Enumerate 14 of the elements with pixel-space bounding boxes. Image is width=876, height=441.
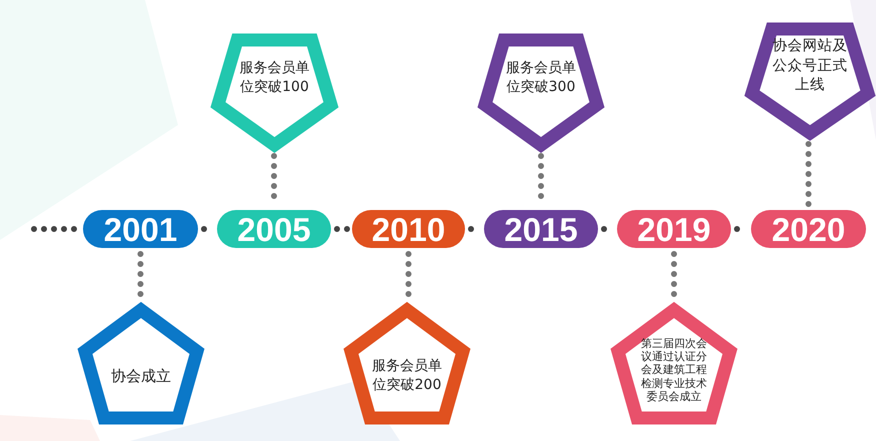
milestone-text: 协会网站及公众号正式上线 (772, 37, 848, 96)
year-pill: 2020 (751, 210, 866, 248)
milestone-text: 协会成立 (110, 366, 172, 386)
milestone-text: 第三届四次会议通过认证分会及建筑工程检测专业技术委员会成立 (640, 337, 708, 404)
milestone-text: 服务会员单位突破300 (505, 59, 577, 97)
dotted-connector (334, 226, 351, 232)
year-pill: 2015 (484, 210, 598, 248)
year-pill: 2005 (217, 210, 331, 248)
year-pill: 2019 (617, 210, 731, 248)
milestone-text: 服务会员单位突破100 (238, 59, 310, 97)
year-pill: 2010 (352, 210, 465, 248)
year-pill: 2001 (83, 210, 198, 248)
dotted-connector (806, 141, 812, 209)
milestone-text: 服务会员单位突破200 (371, 357, 443, 395)
